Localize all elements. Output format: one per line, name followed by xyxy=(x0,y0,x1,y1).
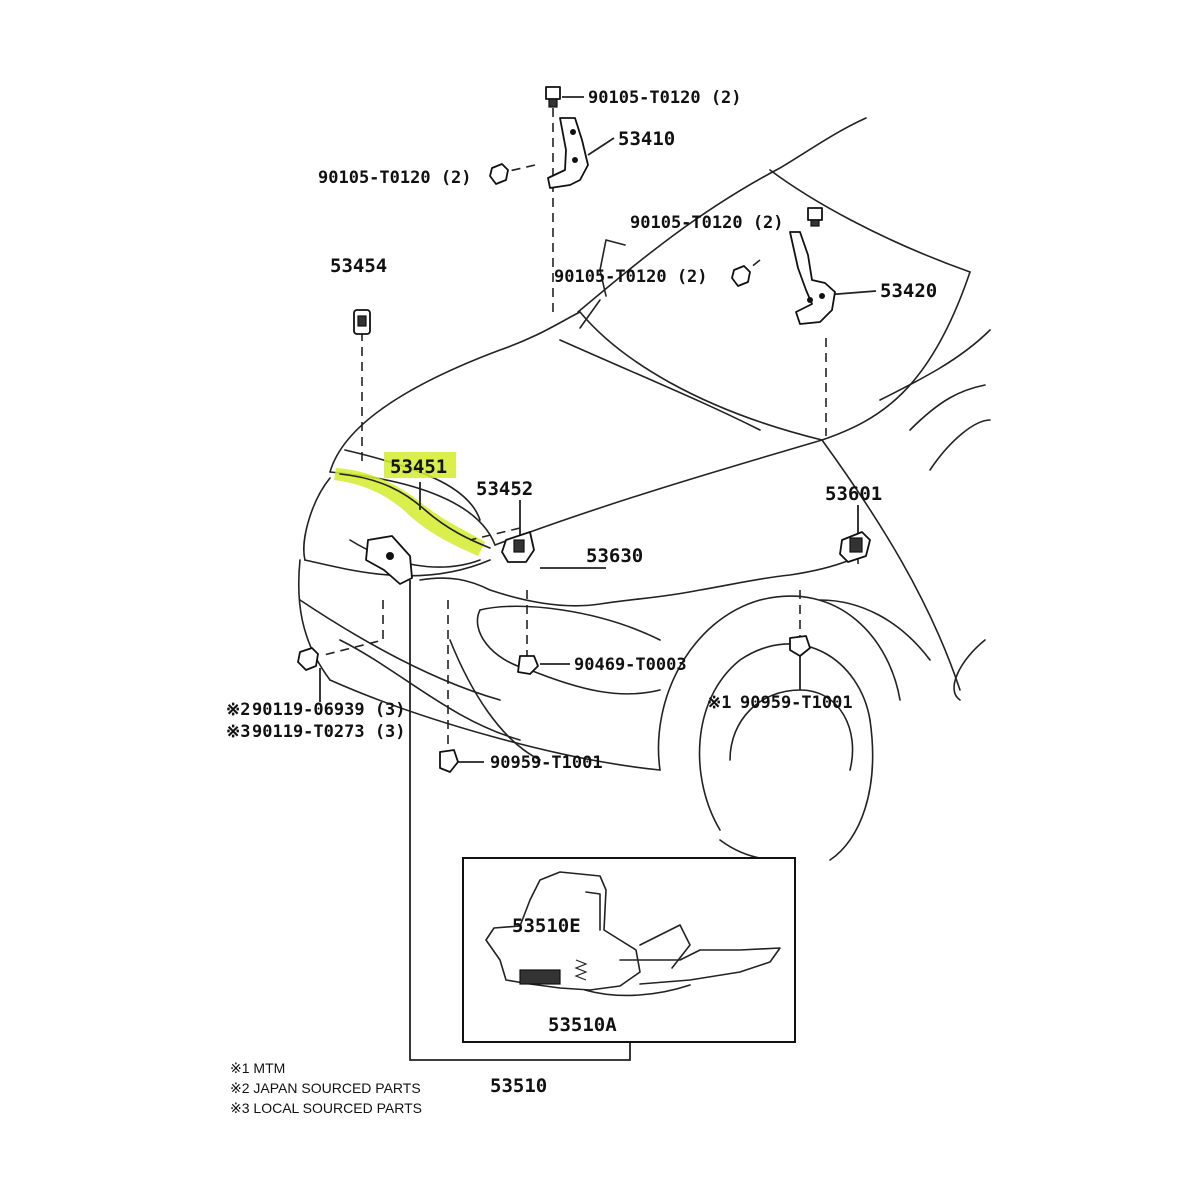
clip-icon xyxy=(517,655,539,675)
part-label-mark: ※3 xyxy=(226,722,250,742)
part-label-bolt: 90105-T0120 (2) xyxy=(554,267,708,287)
release-cable xyxy=(419,559,851,607)
part-label-seal: 53451 xyxy=(390,456,447,478)
part-label-latch-sub: 53510E xyxy=(512,915,581,937)
clip-icon xyxy=(789,635,811,657)
part-label-cushion: 53454 xyxy=(330,255,387,277)
footnote: ※2 JAPAN SOURCED PARTS xyxy=(230,1080,421,1096)
bolt-icon xyxy=(297,647,319,671)
footnote: ※3 LOCAL SOURCED PARTS xyxy=(230,1100,422,1116)
part-label-release-lever: 53601 xyxy=(825,483,882,505)
clip-icon xyxy=(439,749,459,773)
part-label-bolt: 90105-T0120 (2) xyxy=(630,213,784,233)
cushion-part xyxy=(353,309,371,335)
leader-lines xyxy=(319,108,859,750)
hood-lock-part xyxy=(501,531,535,563)
part-label-clip: 90469-T0003 xyxy=(574,655,687,675)
part-label-bolt: 90119-T0273 (3) xyxy=(252,722,406,742)
bolt-icon xyxy=(807,207,823,227)
part-label-clip: 90959-T1001 xyxy=(490,753,603,773)
part-label-hinge-right: 53420 xyxy=(880,280,937,302)
part-label-bolt: 90105-T0120 (2) xyxy=(588,88,742,108)
hood-hinge-right xyxy=(789,231,836,325)
part-label-bolt: 90119-06939 (3) xyxy=(252,700,406,720)
seal-highlight xyxy=(334,452,485,556)
part-label-mark: ※2 xyxy=(226,700,250,720)
vehicle-body-outline xyxy=(297,117,991,861)
footnote: ※1 MTM xyxy=(230,1060,285,1076)
part-label-latch-assy: 53510 xyxy=(490,1075,547,1097)
part-label-clip: 90959-T1001 xyxy=(740,693,853,713)
part-label-bolt: 90105-T0120 (2) xyxy=(318,168,472,188)
part-label-mark: ※1 xyxy=(707,693,731,713)
bolt-icon xyxy=(489,163,509,185)
footnotes: ※1 MTM ※2 JAPAN SOURCED PARTS ※3 LOCAL S… xyxy=(230,1060,422,1116)
part-label-hinge-left: 53410 xyxy=(618,128,675,150)
hood-latch-part xyxy=(365,535,413,585)
part-label-latch-sub: 53510A xyxy=(548,1014,617,1036)
bolt-icon xyxy=(545,86,561,108)
hood-hinge-left xyxy=(547,117,589,189)
latch-detail-inset xyxy=(462,857,796,1043)
part-label-hood-lock: 53452 xyxy=(476,478,533,500)
part-label-release-cable: 53630 xyxy=(586,545,643,567)
bolt-icon xyxy=(731,265,751,287)
release-lever-part xyxy=(839,531,871,563)
